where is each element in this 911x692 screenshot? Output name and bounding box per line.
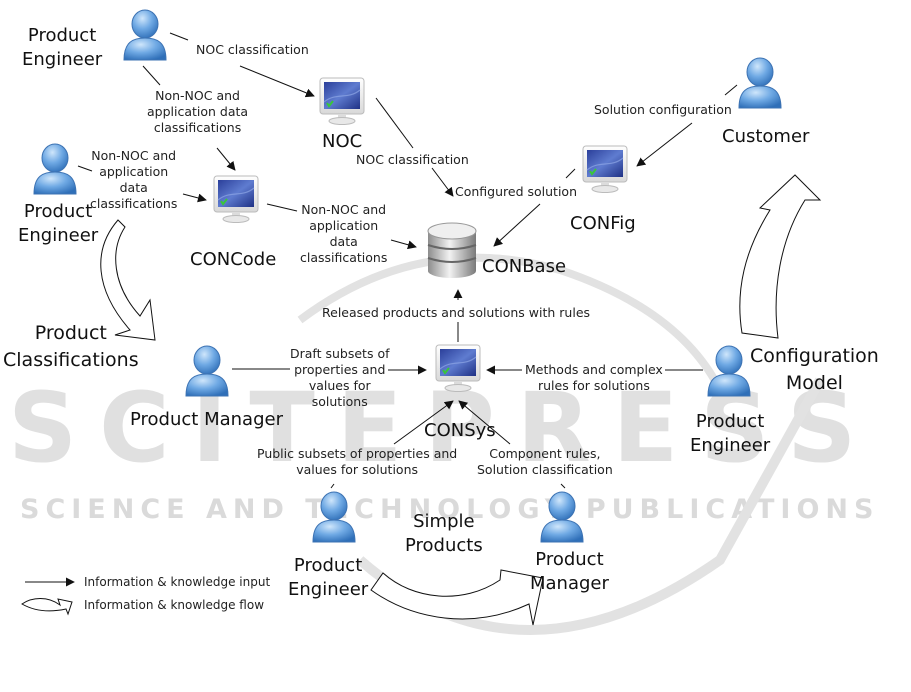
watermark-subtitle: SCIENCE AND TECHNOLOGY PUBLICATIONS — [20, 494, 880, 525]
edge-label-draft-subsets: Draft subsets of properties and values f… — [290, 346, 390, 409]
system-label-concode: CONCode — [190, 249, 277, 270]
system-label-config: CONFig — [570, 213, 636, 234]
flow-arrow-simple-products — [370, 569, 544, 626]
legend-flow-label: Information & knowledge flow — [84, 598, 265, 612]
edge-label-component-rules: Component rules, Solution classification — [477, 446, 613, 477]
person-icon-pm-bottom — [540, 491, 584, 543]
legend-flow-arrow — [21, 598, 73, 616]
edge-pe-left-stub — [77, 165, 93, 172]
person-icon-product-manager — [185, 345, 229, 397]
edge-pe-bottom-stub — [330, 483, 335, 489]
edge-to-noc — [239, 65, 315, 98]
system-label-consys: CONSys — [424, 420, 496, 441]
person-icon-customer — [738, 57, 782, 109]
edge-to-concode-top — [216, 147, 236, 171]
flow-label-product-classifications: Product Classifications — [3, 322, 139, 371]
person-icon-pe-bottom — [312, 491, 356, 543]
edge-pe-top-stub — [169, 32, 189, 41]
edge-label-released: Released products and solutions with rul… — [322, 305, 591, 320]
actor-label-pe-bottom: Product Engineer — [288, 555, 369, 600]
edge-to-config — [636, 122, 693, 167]
edge-concode-to-conbase — [390, 239, 417, 250]
database-icon-conbase — [427, 222, 477, 278]
edge-pm-bottom-stub — [560, 483, 566, 489]
person-icon-pe-right — [707, 345, 751, 397]
edge-noc-to-conbase — [431, 167, 454, 197]
actor-label-product-manager: Product Manager — [130, 409, 283, 430]
actor-label-customer: Customer — [722, 126, 810, 147]
flow-label-simple-products: Simple Products — [405, 511, 483, 556]
flow-label-configuration-model: Configuration Model — [750, 345, 879, 394]
edge-label-non-noc-top: Non-NOC and application data classificat… — [147, 88, 249, 135]
edge-label-noc-classification-1: NOC classification — [196, 42, 309, 57]
edge-component-to-consys — [458, 400, 511, 445]
monitor-icon-concode — [213, 175, 259, 224]
edge-label-non-noc-left: Non-NOC and application data classificat… — [90, 148, 178, 211]
edge-public-to-consys — [393, 400, 454, 445]
legend-input-label: Information & knowledge input — [84, 575, 271, 589]
edge-config-stub — [565, 168, 576, 179]
edge-pe-top-stub2 — [142, 65, 161, 86]
edges — [77, 32, 738, 489]
edge-concode-stub — [266, 203, 298, 212]
flow-arrow-configuration-model — [739, 174, 822, 339]
system-label-noc: NOC — [322, 131, 363, 152]
edge-label-solution-configuration: Solution configuration — [594, 102, 732, 117]
edge-to-concode-left — [182, 193, 207, 203]
system-label-conbase: CONBase — [482, 256, 567, 277]
person-icon-pe-left — [33, 143, 77, 195]
edge-label-public-subsets: Public subsets of properties and values … — [257, 446, 458, 477]
edge-customer-stub — [724, 84, 738, 96]
actor-label-pe-top: Product Engineer — [22, 25, 103, 70]
flow-arrow-product-classifications — [100, 219, 156, 341]
edge-label-methods-rules: Methods and complex rules for solutions — [525, 362, 663, 393]
monitor-icon-config — [582, 145, 628, 194]
edge-noc-stub — [375, 97, 414, 149]
person-icon-pe-top — [123, 9, 167, 61]
actor-label-pe-right: Product Engineer — [690, 411, 771, 456]
monitor-icon-consys — [435, 344, 481, 393]
edge-label-configured-solution: Configured solution — [455, 184, 577, 199]
edge-config-to-conbase — [493, 203, 541, 247]
edge-label-noc-classification-2: NOC classification — [356, 152, 469, 167]
actor-label-pm-bottom: Product Manager — [530, 549, 609, 594]
monitor-icon-noc — [319, 77, 365, 126]
edge-label-non-noc-concode: Non-NOC and application data classificat… — [300, 202, 388, 265]
watermark-swoosh — [297, 253, 724, 392]
actor-label-pe-left: Product Engineer — [18, 201, 99, 246]
